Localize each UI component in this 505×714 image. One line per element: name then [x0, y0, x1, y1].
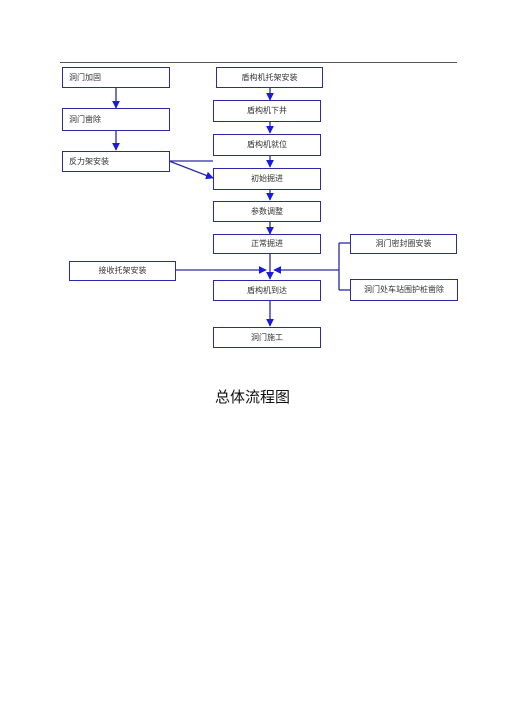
node-dongmen-mifeng: 洞门密封圈安装 [350, 234, 457, 254]
node-chezhan-weihu: 洞门处车站围护桩凿除 [350, 279, 458, 301]
node-dungouji-tuojia: 盾构机托架安装 [216, 67, 323, 88]
node-dongmen-jiagu: 洞门加固 [62, 67, 170, 88]
node-dungouji-jiuwei: 盾构机就位 [213, 134, 321, 156]
node-dongmen-zaochu: 洞门凿除 [62, 108, 170, 131]
node-jieshou-tuojia: 接收托架安装 [69, 261, 176, 281]
node-canshu-tiaozheng: 参数调整 [213, 201, 321, 222]
node-dungouji-daoda: 盾构机到达 [213, 280, 321, 301]
node-dongmen-shigong: 洞门施工 [213, 327, 321, 348]
node-zhengchang-juejin: 正常掘进 [213, 234, 321, 254]
diagram-caption: 总体流程图 [214, 388, 290, 406]
node-fanliji-anzhuang: 反力架安装 [62, 151, 170, 172]
node-chushi-juejin: 初始掘进 [213, 168, 321, 190]
node-dungouji-xiajing: 盾构机下井 [213, 100, 321, 122]
header-rule [60, 62, 457, 63]
